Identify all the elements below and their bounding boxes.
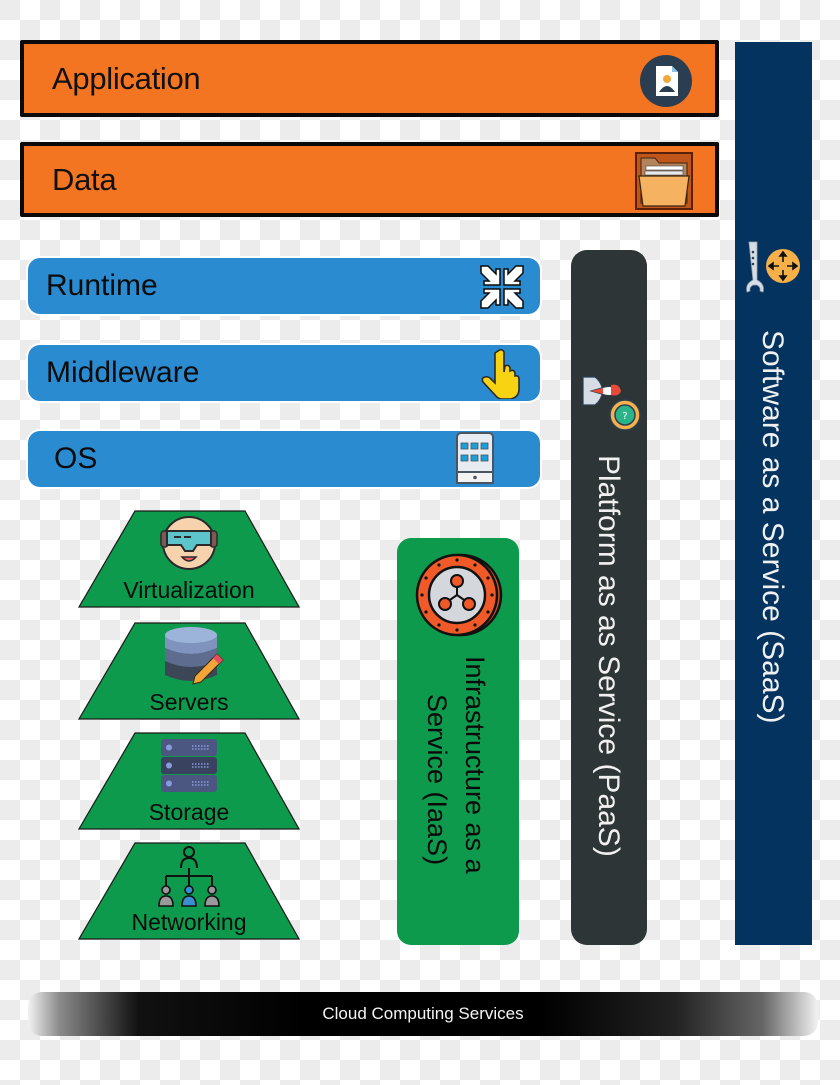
layer-storage-label: Storage xyxy=(148,799,230,825)
paas-label: Platform as as Service (PaaS) xyxy=(592,455,625,857)
service-model-saas: Software as a Service (SaaS) xyxy=(735,42,812,945)
layer-virtualization: Virtualization xyxy=(78,510,300,608)
layer-virtualization-label: Virtualization xyxy=(123,577,255,603)
layer-servers: Servers xyxy=(78,622,300,720)
iaas-label-line1: Infrastructure as a xyxy=(460,656,490,874)
layer-servers-label: Servers xyxy=(149,689,229,715)
wrench-direction-icon xyxy=(743,240,803,304)
compress-arrows-icon xyxy=(478,263,526,315)
user-document-icon xyxy=(639,54,693,112)
coin-network-icon xyxy=(413,550,503,644)
layer-data-label: Data xyxy=(52,161,117,197)
layer-runtime: Runtime xyxy=(28,258,540,314)
layer-middleware: Middleware xyxy=(28,345,540,401)
layer-os-label: OS xyxy=(54,442,98,475)
vr-headset-face-icon xyxy=(158,512,220,578)
saas-label: Software as a Service (SaaS) xyxy=(756,330,789,724)
org-network-icon xyxy=(156,844,222,912)
layer-application: Application xyxy=(20,40,719,117)
layer-networking: Networking xyxy=(78,842,300,940)
layer-application-label: Application xyxy=(52,60,201,96)
pointing-hand-icon xyxy=(480,347,524,403)
layer-data: Data xyxy=(20,142,719,217)
service-model-paas: ? Platform as as Service (PaaS) xyxy=(571,250,647,945)
footer-label: Cloud Computing Services xyxy=(322,1004,524,1023)
svg-text:?: ? xyxy=(622,411,627,422)
footer-cloud-computing-services: Cloud Computing Services xyxy=(28,992,818,1036)
iaas-label-line2: Service (IaaS) xyxy=(422,694,452,866)
layer-runtime-label: Runtime xyxy=(46,269,158,302)
server-rack-icon xyxy=(160,738,218,798)
file-folder-icon xyxy=(635,152,693,214)
layer-storage: Storage xyxy=(78,732,300,830)
layer-middleware-label: Middleware xyxy=(46,356,200,389)
layer-os: OS xyxy=(28,431,540,487)
service-model-iaas: Infrastructure as a Service (IaaS) xyxy=(397,538,519,945)
layer-networking-label: Networking xyxy=(131,909,247,935)
rocket-support-icon: ? xyxy=(581,375,643,439)
tablet-apps-icon xyxy=(456,432,494,488)
database-pencil-icon xyxy=(161,626,225,692)
